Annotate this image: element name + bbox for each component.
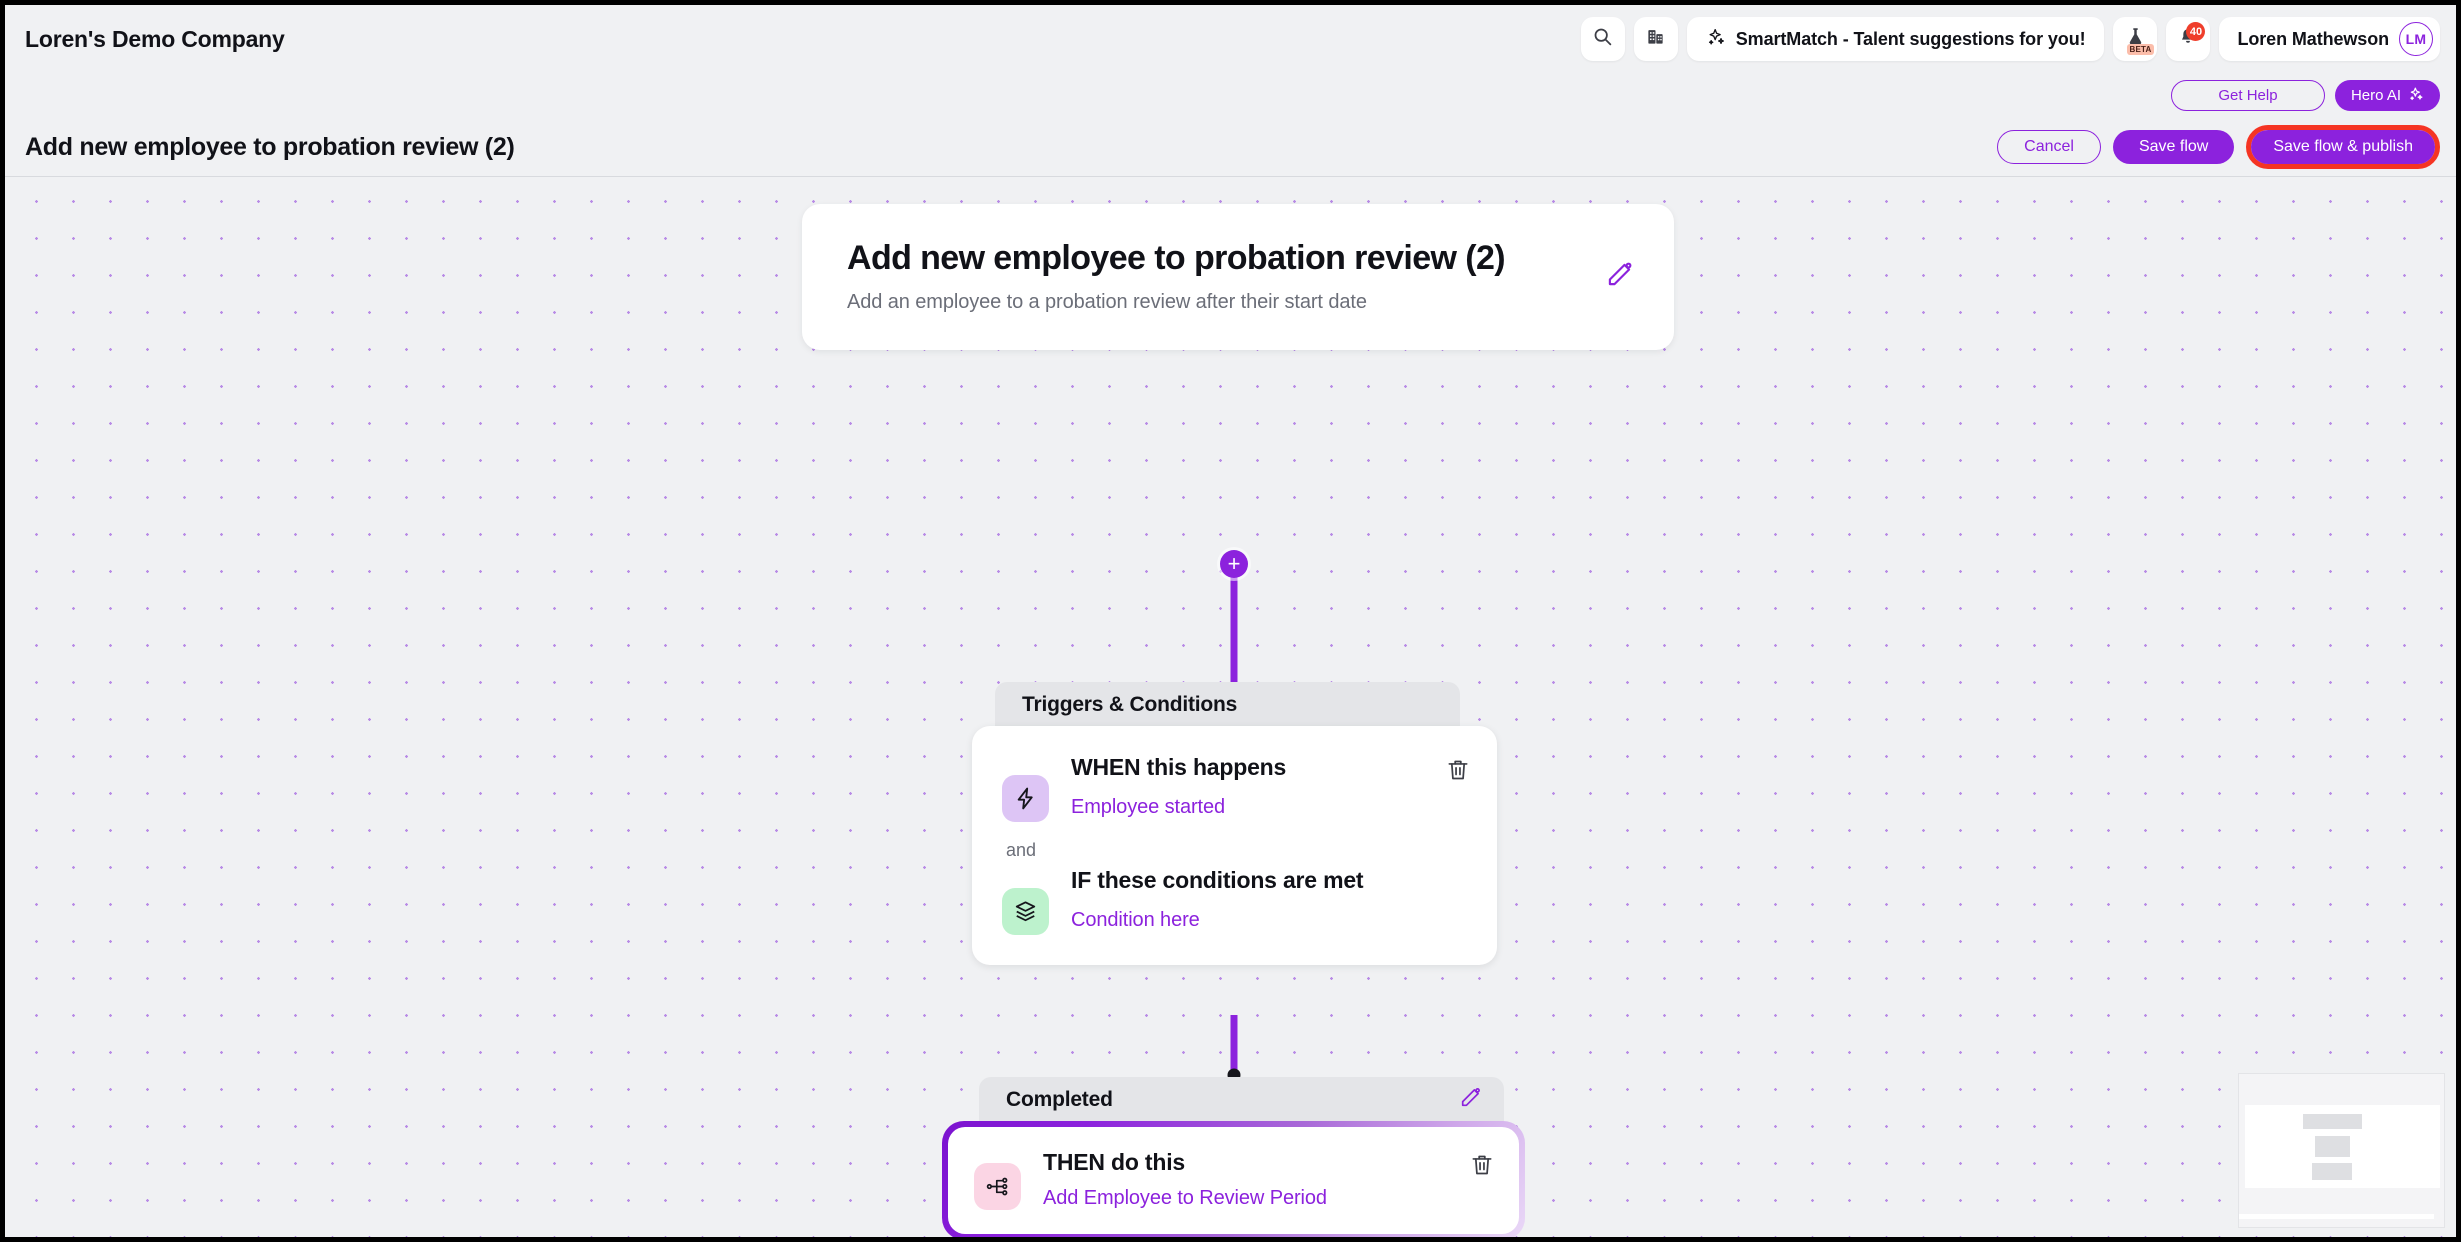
flow-title: Add new employee to probation review (2): [847, 239, 1506, 277]
section-label: Triggers & Conditions: [1022, 693, 1238, 716]
building-icon: [1646, 27, 1665, 51]
hero-ai-label: Hero AI: [2350, 87, 2401, 104]
node-title: WHEN this happens: [1071, 754, 1287, 780]
connector-line-bottom: [1230, 1015, 1238, 1075]
layers-icon: [1002, 888, 1049, 935]
workflow-icon: [974, 1163, 1021, 1210]
pencil-icon[interactable]: [1458, 1086, 1482, 1115]
page-title: Add new employee to probation review (2): [25, 132, 515, 161]
minimap-node: [2303, 1114, 2362, 1129]
action-card-selected-border: THEN do this Add Employee to Review Peri…: [942, 1121, 1525, 1237]
top-header-bar: Loren's Demo Company: [5, 5, 2456, 73]
labs-beta-button[interactable]: BETA: [2113, 17, 2158, 61]
search-button[interactable]: [1580, 17, 1625, 61]
flow-header-card[interactable]: Add new employee to probation review (2)…: [802, 204, 1674, 351]
condition-joiner: and: [1006, 840, 1037, 860]
hero-ai-button[interactable]: Hero AI: [2334, 80, 2440, 111]
cancel-button[interactable]: Cancel: [1997, 130, 2101, 164]
node-value[interactable]: Add Employee to Review Period: [1043, 1187, 1327, 1209]
smartmatch-label: SmartMatch - Talent suggestions for you!: [1735, 28, 2086, 49]
triggers-conditions-card[interactable]: WHEN this happens Employee started and: [972, 726, 1497, 965]
node-title: THEN do this: [1043, 1149, 1185, 1175]
beta-tag: BETA: [2126, 44, 2155, 55]
node-value[interactable]: Employee started: [1071, 796, 1226, 818]
smartmatch-button[interactable]: SmartMatch - Talent suggestions for you!: [1686, 17, 2105, 61]
company-name: Loren's Demo Company: [25, 25, 285, 52]
minimap-strip: [2239, 1214, 2434, 1219]
minimap-viewport: [2245, 1105, 2440, 1188]
flow-actions: Cancel Save flow Save flow & publish: [1997, 125, 2440, 169]
trash-icon[interactable]: [1469, 1152, 1495, 1183]
page-title-bar: Add new employee to probation review (2)…: [5, 121, 2456, 173]
get-help-button[interactable]: Get Help: [2170, 80, 2325, 111]
header-divider: [5, 176, 2456, 177]
flow-description: Add an employee to a probation review af…: [847, 291, 1367, 314]
save-publish-highlight: Save flow & publish: [2246, 125, 2440, 169]
header-actions: SmartMatch - Talent suggestions for you!…: [1580, 17, 2440, 61]
company-switcher-button[interactable]: [1633, 17, 1678, 61]
save-flow-button[interactable]: Save flow: [2112, 130, 2235, 164]
secondary-action-row: Get Help Hero AI: [2170, 80, 2440, 111]
section-label: Completed: [1006, 1088, 1113, 1111]
section-header-completed: Completed: [979, 1077, 1504, 1123]
search-icon: [1592, 26, 1613, 52]
trigger-node-when[interactable]: WHEN this happens Employee started: [1002, 754, 1471, 822]
canvas-minimap[interactable]: [2238, 1073, 2445, 1228]
sparkles-icon: [2408, 86, 2424, 106]
user-menu-button[interactable]: Loren Mathewson LM: [2219, 17, 2440, 61]
save-flow-and-publish-button[interactable]: Save flow & publish: [2251, 130, 2435, 164]
minimap-node: [2315, 1136, 2350, 1157]
avatar: LM: [2399, 22, 2433, 56]
sparkles-icon: [1706, 27, 1726, 52]
node-title: IF these conditions are met: [1071, 867, 1364, 893]
user-name: Loren Mathewson: [2237, 28, 2389, 49]
flow-canvas[interactable]: Add new employee to probation review (2)…: [5, 177, 2456, 1237]
trash-icon[interactable]: [1445, 757, 1471, 788]
node-value[interactable]: Condition here: [1071, 909, 1200, 931]
notification-count-badge: 40: [2186, 22, 2206, 41]
pencil-icon[interactable]: [1604, 260, 1634, 295]
action-node-then[interactable]: THEN do this Add Employee to Review Peri…: [974, 1149, 1495, 1210]
flask-icon: [2125, 26, 2146, 52]
lightning-icon: [1002, 775, 1049, 822]
connector-line-top: [1230, 563, 1238, 703]
section-header-triggers: Triggers & Conditions: [995, 682, 1460, 728]
add-step-button-top[interactable]: +: [1220, 550, 1248, 578]
then-do-this-card[interactable]: THEN do this Add Employee to Review Peri…: [948, 1127, 1519, 1234]
minimap-node: [2312, 1163, 2352, 1180]
notifications-button[interactable]: 40: [2166, 17, 2211, 61]
trigger-node-if[interactable]: IF these conditions are met Condition he…: [1002, 867, 1471, 935]
